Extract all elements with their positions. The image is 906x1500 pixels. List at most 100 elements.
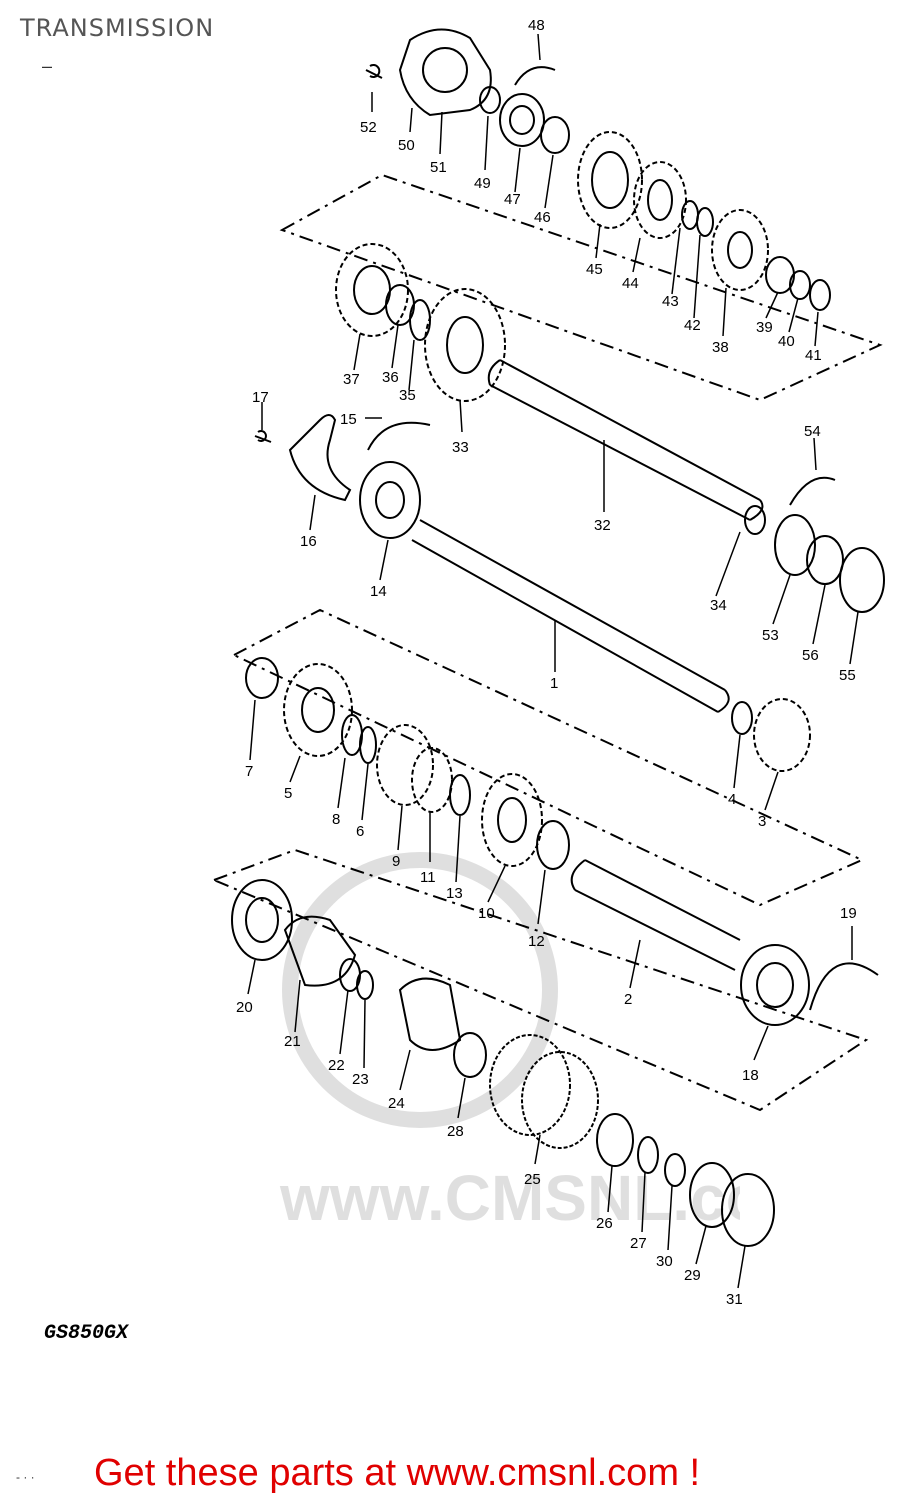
callout-37: 37 — [343, 371, 360, 388]
callout-32: 32 — [594, 517, 611, 534]
footer-link-text[interactable]: Get these parts at www.cmsnl.com ! — [94, 1452, 701, 1494]
oil-seal-55 — [839, 547, 885, 613]
callout-56: 56 — [802, 647, 819, 664]
bearing-47 — [499, 93, 545, 147]
callout-36: 36 — [382, 369, 399, 386]
circlip-41 — [809, 279, 831, 311]
circlip-19 — [809, 962, 879, 1011]
page-title: TRANSMISSION — [20, 14, 215, 42]
callout-26: 26 — [596, 1215, 613, 1232]
callout-54: 54 — [804, 423, 821, 440]
callout-18: 18 — [742, 1067, 759, 1084]
title-dash: – — [42, 56, 53, 76]
callout-46: 46 — [534, 209, 551, 226]
gear-37 — [335, 243, 409, 337]
callout-52: 52 — [360, 119, 377, 136]
callout-38: 38 — [712, 339, 729, 356]
callout-11: 11 — [420, 869, 436, 886]
gear-10 — [481, 773, 543, 867]
callout-33: 33 — [452, 439, 469, 456]
callout-3: 3 — [758, 813, 766, 830]
cap-31 — [721, 1173, 775, 1247]
driveshaft-frame — [231, 608, 865, 907]
callout-51: 51 — [430, 159, 447, 176]
countershaft-frame — [279, 173, 883, 402]
callout-47: 47 — [504, 191, 521, 208]
callout-15: 15 — [340, 411, 357, 428]
circlip-48 — [514, 66, 556, 86]
washer-43 — [681, 200, 699, 230]
spring-25 — [489, 1034, 571, 1136]
callout-10: 10 — [478, 905, 495, 922]
callout-13: 13 — [446, 885, 463, 902]
oil-seal-20 — [231, 879, 293, 961]
gear-33 — [424, 288, 506, 402]
bearing-14 — [359, 461, 421, 539]
ring-49 — [479, 86, 501, 114]
screw-17 — [254, 430, 272, 443]
washer-26 — [596, 1113, 634, 1167]
callout-34: 34 — [710, 597, 727, 614]
callout-53: 53 — [762, 627, 779, 644]
collar-56 — [806, 535, 844, 585]
washer-40 — [789, 270, 811, 300]
bearing-18 — [740, 944, 810, 1026]
callout-14: 14 — [370, 583, 387, 600]
output-frame — [211, 848, 869, 1112]
callout-1: 1 — [550, 675, 558, 692]
callout-43: 43 — [662, 293, 679, 310]
watermark-logo: www.CMSNL.com — [279, 852, 740, 1234]
callout-42: 42 — [684, 317, 701, 334]
bushing-7 — [245, 657, 279, 699]
callout-6: 6 — [356, 823, 364, 840]
callout-7: 7 — [245, 763, 253, 780]
corner-mark: - · · — [16, 1470, 35, 1484]
callout-48: 48 — [528, 17, 545, 34]
washer-46 — [540, 116, 570, 154]
screw-52 — [365, 64, 383, 79]
callout-20: 20 — [236, 999, 253, 1016]
callout-30: 30 — [656, 1253, 673, 1270]
callout-19: 19 — [840, 905, 857, 922]
bracket-16 — [288, 414, 352, 502]
circlip-54 — [789, 476, 836, 506]
callout-22: 22 — [328, 1057, 345, 1074]
callout-40: 40 — [778, 333, 795, 350]
model-label: GS850GX — [44, 1322, 129, 1345]
callout-44: 44 — [622, 275, 639, 292]
callout-31: 31 — [726, 1291, 743, 1308]
circlip-6 — [359, 726, 377, 764]
gear-5 — [283, 663, 353, 757]
washer-35 — [409, 299, 431, 341]
callout-45: 45 — [586, 261, 603, 278]
callout-39: 39 — [756, 319, 773, 336]
gear-45 — [577, 131, 643, 229]
circlip-42 — [696, 207, 714, 237]
bearing-retainer-plate — [398, 28, 492, 117]
callout-5: 5 — [284, 785, 292, 802]
callout-23: 23 — [352, 1071, 369, 1088]
callout-16: 16 — [300, 533, 317, 550]
callout-41: 41 — [805, 347, 822, 364]
callout-49: 49 — [474, 175, 491, 192]
circlip-13 — [449, 774, 471, 816]
callout-55: 55 — [839, 667, 856, 684]
callout-12: 12 — [528, 933, 545, 950]
output-shaft-2 — [570, 859, 741, 971]
watermark-text: www.CMSNL.com — [279, 1162, 740, 1234]
callout-8: 8 — [332, 811, 340, 828]
countershaft-32 — [487, 359, 764, 521]
washer-4 — [731, 701, 753, 735]
bushing-12 — [536, 820, 570, 870]
callout-25: 25 — [524, 1171, 541, 1188]
gear-38 — [711, 209, 769, 291]
callout-29: 29 — [684, 1267, 701, 1284]
circlip-15 — [367, 421, 431, 451]
circlip-27 — [637, 1136, 659, 1174]
callout-50: 50 — [398, 137, 415, 154]
callout-27: 27 — [630, 1235, 647, 1252]
callout-35: 35 — [399, 387, 416, 404]
washer-34 — [744, 505, 766, 535]
